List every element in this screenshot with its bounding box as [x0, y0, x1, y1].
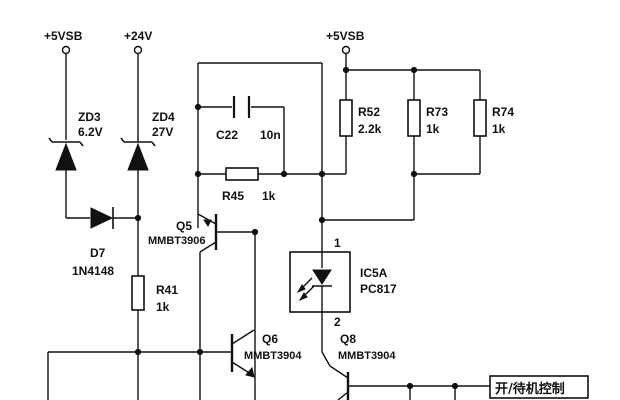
feedback-network [194, 62, 322, 228]
r52-value: 2.2k [358, 122, 382, 136]
bottom-left-bus [47, 348, 232, 400]
ic5a-pin2: 2 [334, 315, 341, 329]
q6-value: MMBT3904 [244, 350, 302, 362]
d7-ref: D7 [90, 246, 106, 260]
ic5a-ref: IC5A [360, 266, 388, 280]
q6-ref: Q6 [262, 332, 278, 346]
v24-rail: +24V [124, 29, 152, 142]
resistor-r45: R45 1k [222, 167, 276, 203]
r41-value: 1k [156, 300, 170, 314]
c22-value: 10n [260, 128, 281, 142]
zener-zd3: ZD3 6.2V [48, 110, 103, 219]
zd3-value: 6.2V [78, 125, 103, 139]
r73-ref: R73 [426, 105, 448, 119]
q8-value: MMBT3904 [338, 350, 396, 362]
d7-value: 1N4148 [72, 264, 114, 278]
q8-ref: Q8 [340, 332, 356, 346]
r74-value: 1k [492, 122, 506, 136]
transistor-q8: Q8 MMBT3904 [321, 332, 490, 400]
resistor-r73: R73 1k [407, 70, 448, 220]
ic5a-pin1: 1 [334, 236, 341, 250]
optocoupler-ic5a: 1 2 IC5A PC817 [289, 236, 397, 352]
standby-control-box: 开/待机控制 [489, 375, 589, 399]
zd4-value: 27V [152, 125, 173, 139]
opto-feed-line [318, 63, 414, 250]
transistor-q6: Q6 MMBT3904 [230, 232, 302, 400]
r45-value: 1k [262, 189, 276, 203]
r45-ref: R45 [222, 189, 244, 203]
standby-control-label: 开/待机控制 [495, 381, 565, 397]
r74-ref: R74 [492, 105, 514, 119]
resistor-r52: R52 2.2k [322, 70, 382, 175]
r41-ref: R41 [156, 283, 178, 297]
c22-ref: C22 [216, 128, 238, 142]
transistor-q5: Q5 MMBT3906 [148, 213, 259, 400]
zd3-ref: ZD3 [78, 110, 101, 124]
vsb-left-label: +5VSB [44, 29, 83, 43]
r73-value: 1k [426, 122, 440, 136]
ic5a-value: PC817 [360, 282, 397, 296]
vsb-right-label: +5VSB [326, 29, 365, 43]
vsb-right-rail: +5VSB [326, 29, 480, 74]
diode-d7: D7 1N4148 [72, 207, 142, 278]
resistor-r74: R74 1k [414, 70, 514, 175]
r52-ref: R52 [358, 105, 380, 119]
zd4-ref: ZD4 [152, 110, 175, 124]
zener-zd4: ZD4 27V [120, 110, 175, 276]
capacitor-c22: C22 10n [216, 96, 281, 142]
q5-value: MMBT3906 [148, 235, 205, 247]
v24-label: +24V [124, 29, 152, 43]
vsb-left-rail: +5VSB [44, 29, 83, 140]
q5-ref: Q5 [176, 219, 192, 233]
resistor-r41: R41 1k [131, 275, 178, 352]
